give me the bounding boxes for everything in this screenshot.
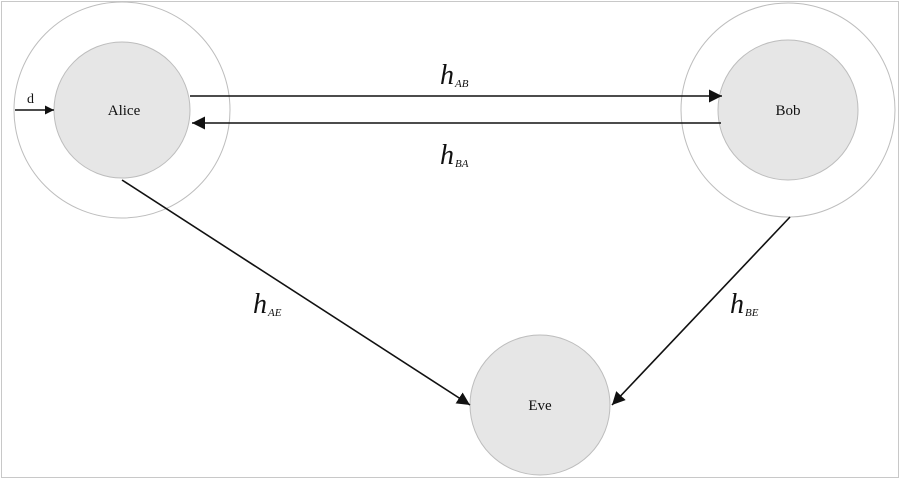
edge-bob-alice: hBA <box>192 116 721 171</box>
edge-alice-eve: hAE <box>121 179 471 406</box>
eve-label: Eve <box>528 398 552 414</box>
node-eve: Eve <box>469 334 611 476</box>
arrow-bob-to-eve <box>611 216 791 406</box>
channel-subscript-ba: BA <box>455 158 469 170</box>
channel-symbol-ba: h <box>440 140 454 171</box>
channel-symbol-be: h <box>730 289 744 320</box>
channel-label-ae: hAE <box>253 289 282 320</box>
channel-label-ab: hAB <box>440 60 469 91</box>
channel-symbol-ab: h <box>440 60 454 91</box>
node-alice: Alice <box>13 1 231 219</box>
channel-label-ba: hBA <box>440 140 469 171</box>
edge-alice-bob: hAB <box>190 60 722 103</box>
alice-label: Alice <box>108 103 141 119</box>
channel-symbol-ae: h <box>253 289 267 320</box>
channel-subscript-ab: AB <box>454 78 469 90</box>
channel-label-be: hBE <box>730 289 759 320</box>
arrow-alice-to-eve <box>121 179 471 406</box>
channel-subscript-be: BE <box>745 307 759 319</box>
channel-subscript-ae: AE <box>267 307 282 319</box>
node-bob: Bob <box>680 2 896 218</box>
bob-label: Bob <box>775 103 800 119</box>
bob-circle <box>717 39 859 181</box>
input-label: d <box>27 92 34 107</box>
edge-bob-eve: hBE <box>611 216 791 406</box>
input-d: d <box>15 92 54 115</box>
